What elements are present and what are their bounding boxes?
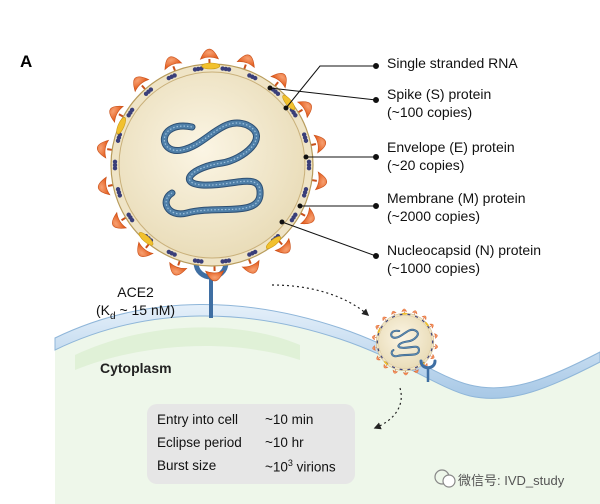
membrane-protein: [166, 73, 177, 81]
membrane-protein: [392, 315, 395, 318]
membrane-protein: [380, 325, 383, 329]
envelope-protein: [401, 312, 408, 315]
membrane-protein: [126, 212, 135, 223]
membrane-protein: [407, 313, 411, 316]
membrane-protein: [143, 87, 154, 96]
envelope-protein: [201, 62, 221, 70]
membrane-protein: [430, 348, 433, 352]
envelope-protein: [377, 328, 381, 334]
wechat-icon: [434, 469, 456, 488]
membrane-protein: [380, 355, 383, 359]
virion-small: [372, 308, 438, 376]
membrane-protein: [301, 187, 309, 198]
info-row-eclipse: Eclipse period~10 hr: [157, 435, 304, 450]
envelope-protein: [384, 361, 389, 366]
membrane-protein: [301, 132, 309, 143]
spike-protein: [402, 370, 409, 376]
envelope-protein: [265, 236, 282, 249]
ace2-receptor-small: [419, 359, 437, 382]
membrane-protein: [407, 368, 411, 371]
label-spike: Spike (S) protein(~100 copies): [387, 86, 492, 120]
membrane-protein: [220, 66, 232, 72]
virion-large: [97, 48, 327, 282]
cell-membrane: [54, 304, 600, 399]
membrane-protein: [392, 366, 395, 369]
membrane-protein: [112, 159, 118, 171]
info-row-entry: Entry into cell~10 min: [157, 412, 314, 427]
envelope-protein: [138, 232, 154, 246]
membrane-protein: [247, 249, 258, 257]
label-nucleocapsid: Nucleocapsid (N) protein(~1000 copies): [387, 242, 542, 276]
membrane-protein: [430, 332, 433, 336]
membrane-protein: [376, 340, 378, 344]
membrane-protein: [399, 368, 403, 371]
membrane-protein: [270, 87, 281, 96]
envelope-protein: [425, 321, 429, 327]
panel-letter: A: [20, 52, 33, 71]
membrane-protein: [421, 319, 425, 323]
label-membrane: Membrane (M) protein(~2000 copies): [387, 190, 526, 224]
envelope-protein: [282, 94, 296, 111]
kinetics-box: [147, 404, 355, 484]
membrane-protein: [415, 366, 418, 369]
membrane-protein: [385, 319, 389, 323]
ace2-label: ACE2 (Kd ~ 15 nM): [96, 283, 175, 326]
membrane-protein: [427, 355, 430, 359]
membrane-protein: [289, 212, 298, 223]
cytoplasm-label: Cytoplasm: [100, 360, 172, 376]
membrane-protein: [126, 107, 135, 118]
membrane-protein: [166, 249, 177, 257]
membrane-protein: [247, 73, 258, 81]
info-row-burst: Burst size~103 virions: [157, 458, 336, 475]
membrane-protein: [306, 159, 312, 171]
watermark-text: 微信号: IVD_study: [458, 473, 565, 488]
label-envelope: Envelope (E) protein(~20 copies): [387, 139, 515, 173]
membrane-protein: [115, 187, 123, 198]
envelope-protein: [116, 117, 126, 135]
entry-arrow: [271, 284, 370, 316]
membrane-protein: [192, 258, 204, 264]
membrane-protein: [377, 348, 380, 352]
membrane-protein: [415, 315, 418, 318]
membrane-protein: [432, 340, 434, 344]
ace2-name: ACE2: [117, 284, 154, 300]
membrane-protein: [220, 258, 232, 264]
label-rna: Single stranded RNA: [387, 55, 518, 71]
ace2-kd: (Kd ~ 15 nM): [96, 302, 176, 322]
